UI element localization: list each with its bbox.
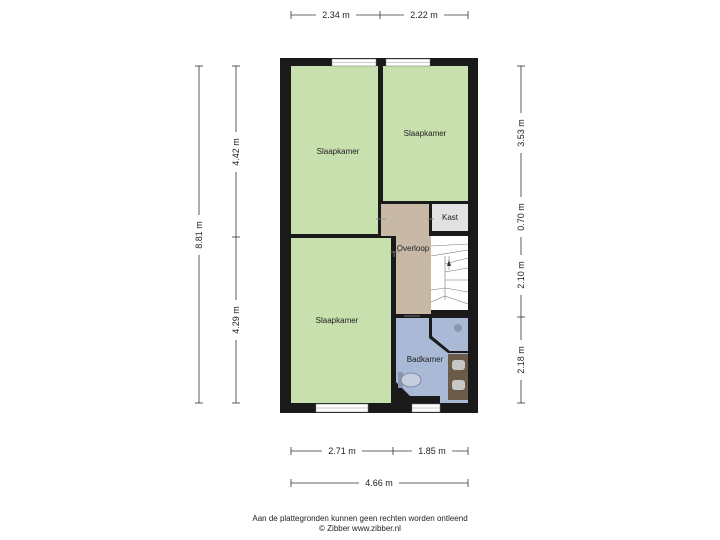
dimension-labels: 2.34 m 2.22 m 2.71 m 1.85 m 4.66 m 8.81 … bbox=[193, 9, 527, 489]
label-bathroom: Badkamer bbox=[407, 355, 444, 364]
room-bedroom-top-left bbox=[291, 66, 378, 234]
dim-left-total: 8.81 m bbox=[194, 221, 204, 249]
footer-disclaimer: Aan de plattegronden kunnen geen rechten… bbox=[252, 514, 468, 523]
room-bedroom-bottom bbox=[291, 238, 391, 403]
dim-bottom-total: 4.66 m bbox=[365, 478, 393, 488]
footer-copyright: © Zibber www.zibber.nl bbox=[319, 524, 401, 533]
toilet-icon bbox=[398, 372, 422, 388]
dim-bottom-left: 2.71 m bbox=[328, 446, 356, 456]
dim-right-1: 3.53 m bbox=[516, 119, 526, 147]
room-bedroom-top-right bbox=[383, 66, 468, 201]
dim-left-lower: 4.29 m bbox=[231, 306, 241, 334]
windows bbox=[315, 58, 441, 413]
dim-left-upper: 4.42 m bbox=[231, 138, 241, 166]
dim-bottom-right: 1.85 m bbox=[418, 446, 446, 456]
label-bedroom-bottom: Slaapkamer bbox=[316, 316, 359, 325]
sink-cabinet-icon bbox=[448, 354, 468, 400]
dim-top-right: 2.22 m bbox=[410, 10, 438, 20]
label-bedroom-top-right: Slaapkamer bbox=[404, 129, 447, 138]
room-landing bbox=[381, 204, 431, 314]
door-markers bbox=[376, 218, 434, 317]
stair-arrow-icon bbox=[447, 260, 451, 266]
dim-right-3: 2.10 m bbox=[516, 261, 526, 289]
dim-right-4: 2.18 m bbox=[516, 346, 526, 374]
shower-drain-icon bbox=[454, 324, 462, 332]
label-bedroom-top-left: Slaapkamer bbox=[317, 147, 360, 156]
label-landing: Overloop bbox=[397, 244, 430, 253]
dim-right-2: 0.70 m bbox=[516, 203, 526, 231]
dim-top-left: 2.34 m bbox=[322, 10, 350, 20]
staircase bbox=[430, 236, 469, 314]
room-closet bbox=[432, 204, 468, 231]
label-closet: Kast bbox=[442, 213, 459, 222]
